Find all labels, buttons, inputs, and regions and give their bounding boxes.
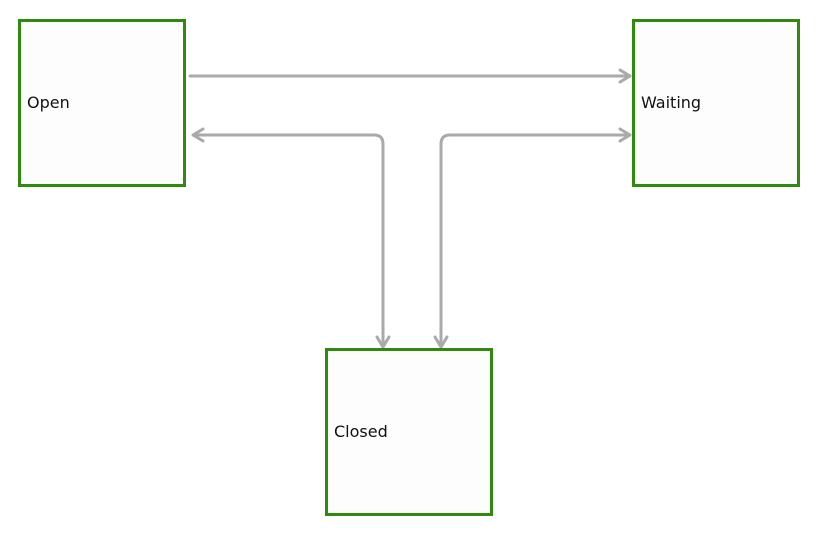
state-node-waiting[interactable]: Waiting [632,19,800,187]
edge-waiting-closed[interactable] [433,127,632,349]
state-label-waiting: Waiting [641,93,702,112]
state-node-closed[interactable]: Closed [325,348,493,516]
edge-open-closed[interactable] [191,127,391,349]
edge-open-to-waiting[interactable] [188,68,632,84]
state-label-open: Open [27,93,70,112]
state-label-closed: Closed [334,422,388,441]
state-node-open[interactable]: Open [18,19,186,187]
